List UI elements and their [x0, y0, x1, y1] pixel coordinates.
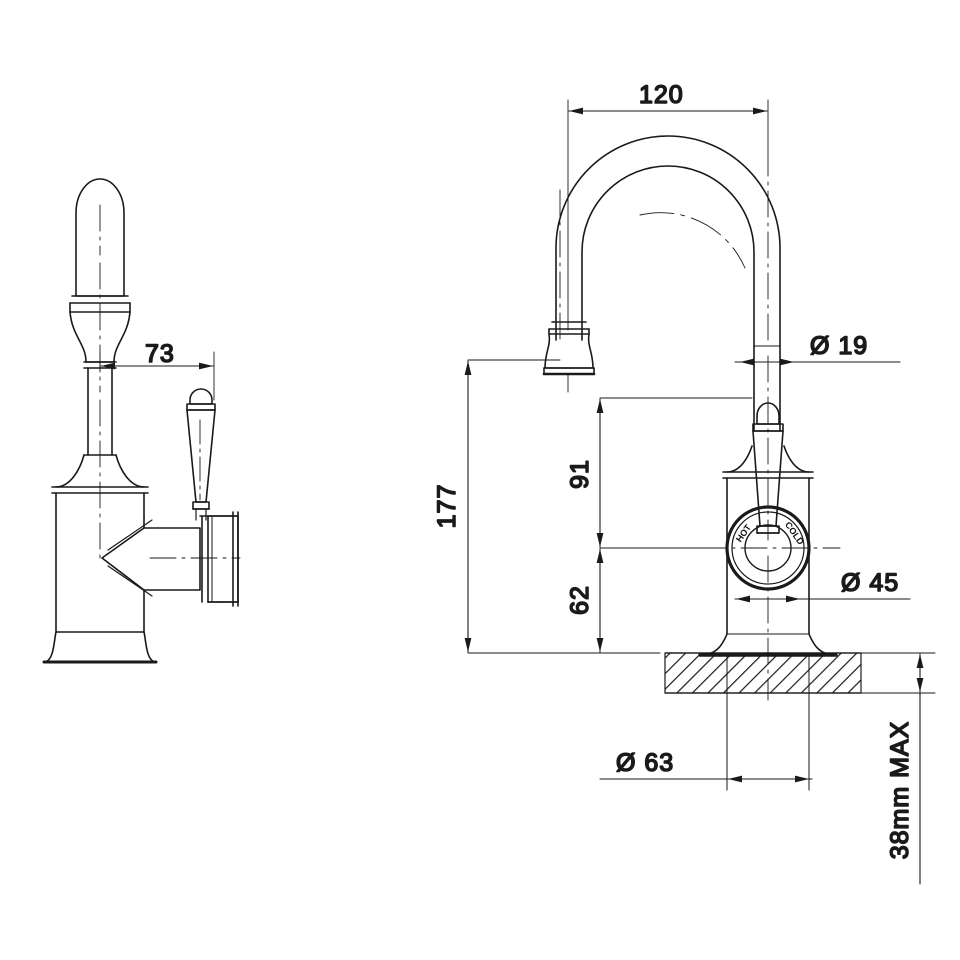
side-spout-top	[75, 178, 125, 297]
dim-total-height	[464, 359, 661, 654]
dim-spout-reach	[567, 99, 769, 331]
dim-label-d19: Ø 19	[810, 332, 868, 360]
dim-label-d45: Ø 45	[841, 569, 899, 597]
dim-label-91: 91	[566, 459, 594, 489]
dim-spout-handle-height	[596, 397, 753, 549]
dim-handle-projection	[99, 351, 215, 401]
dim-label-38mm-max: 38mm MAX	[886, 721, 914, 860]
dim-label-73: 73	[145, 340, 175, 368]
bench-section	[664, 652, 862, 694]
side-handle-cap	[189, 388, 213, 405]
dim-bench-thickness	[860, 652, 936, 885]
side-view-faucet	[42, 178, 241, 664]
dim-label-120: 120	[639, 81, 684, 109]
front-handle-cap	[756, 402, 780, 425]
dim-label-177: 177	[433, 484, 461, 529]
dim-label-d63: Ø 63	[616, 749, 674, 777]
front-view-faucet	[542, 135, 841, 701]
dim-label-62: 62	[566, 585, 594, 615]
